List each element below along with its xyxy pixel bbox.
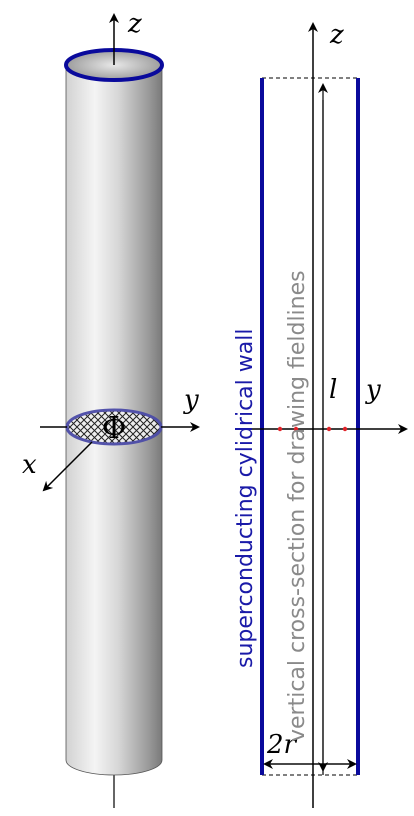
- field-point: [293, 426, 299, 432]
- field-point: [277, 426, 283, 432]
- y-label-right: y: [365, 375, 381, 405]
- cross-section-2d: z l y 2r superconducting cylidrical wall…: [233, 20, 408, 808]
- length-label: l: [329, 375, 337, 405]
- field-point: [342, 426, 348, 432]
- cylinder-3d: z Φ y x: [22, 9, 200, 808]
- z-label-left: z: [127, 9, 142, 39]
- y-label-left: y: [183, 385, 199, 415]
- section-label: vertical cross-section for drawing field…: [285, 270, 310, 742]
- x-label-left: x: [22, 450, 37, 480]
- flux-symbol: Φ: [102, 411, 127, 446]
- field-point: [326, 426, 332, 432]
- z-label-right: z: [329, 20, 344, 50]
- wall-label: superconducting cylidrical wall: [233, 329, 258, 668]
- x-axis-left: [42, 441, 93, 492]
- width-label: 2r: [266, 730, 298, 760]
